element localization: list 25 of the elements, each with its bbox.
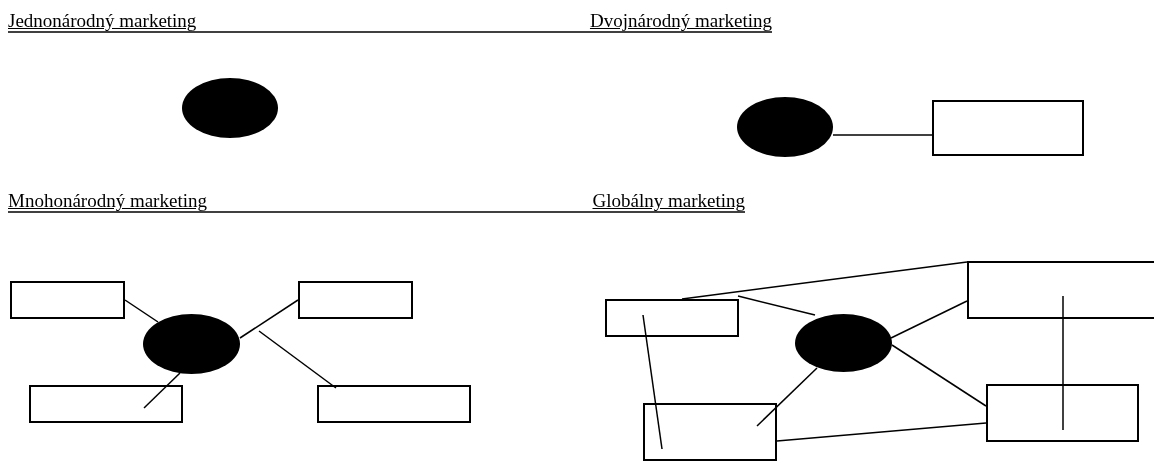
connector-line: [1062, 295, 1064, 431]
section-heading: Jednonárodný marketing: [8, 10, 197, 32]
empty-box: [29, 385, 183, 423]
empty-box: [932, 100, 1084, 156]
connector-line: [891, 344, 987, 407]
connector-line: [737, 295, 816, 316]
empty-box: [317, 385, 471, 423]
empty-box: [643, 403, 777, 461]
empty-box: [298, 281, 413, 319]
empty-box: [986, 384, 1139, 442]
connector-line: [756, 367, 818, 427]
connector-line: [890, 300, 968, 339]
connector-line: [832, 134, 933, 136]
connector-line: [776, 422, 987, 442]
empty-box: [10, 281, 125, 319]
empty-box: [605, 299, 739, 337]
section-heading: Mnohonárodný marketing: [8, 190, 207, 212]
empty-box: [967, 261, 1154, 319]
connector-line: [681, 261, 968, 300]
connector-line: [642, 314, 663, 450]
connector-line: [239, 299, 299, 339]
connector-line: [258, 330, 337, 389]
connector-line: [124, 299, 159, 323]
section-heading: Dvojnárodný marketing: [589, 10, 772, 32]
section-heading: Globálny marketing: [592, 190, 745, 212]
